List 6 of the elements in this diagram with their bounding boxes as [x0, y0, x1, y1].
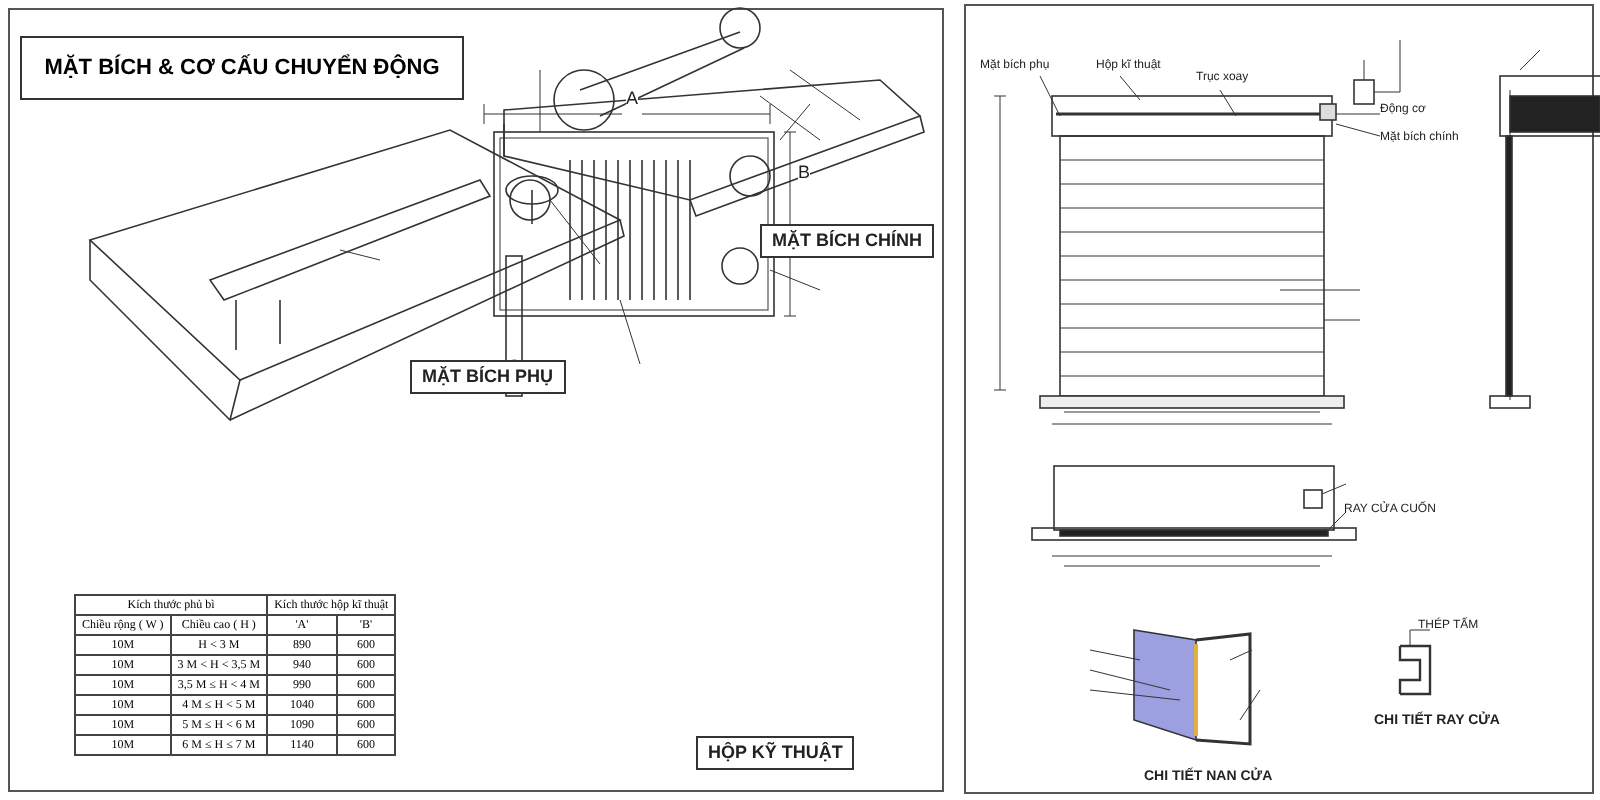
- part-label: MẶT BÍCH PHỤ: [410, 360, 565, 394]
- drawing-title: MẶT BÍCH & CƠ CẤU CHUYỂN ĐỘNG: [20, 36, 464, 100]
- dimension-label: A: [626, 90, 639, 108]
- dimension-label: B: [798, 164, 811, 182]
- part-label: HỘP KỸ THUẬT: [696, 736, 855, 770]
- part-label: MẶT BÍCH CHÍNH: [760, 224, 934, 258]
